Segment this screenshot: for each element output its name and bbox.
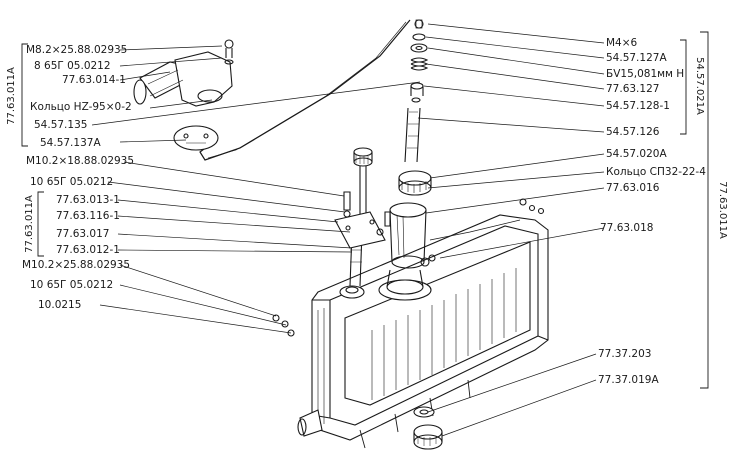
bracket-label-left-top: 77.63.011A	[6, 67, 17, 125]
label-m4x6: M4×6	[606, 37, 638, 49]
filler-cap-stack	[389, 19, 432, 269]
label-p5457137a: 54.57.137A	[40, 137, 101, 149]
lid-bolt	[519, 198, 527, 206]
label-b65g-top: 8 65Г 05.0212	[34, 60, 111, 72]
brackets	[21, 31, 709, 389]
label-p7763013: 77.63.013-1	[56, 194, 120, 206]
label-p5457127a: 54.57.127A	[606, 52, 667, 64]
bracket-label-right-outer: 77.63.011A	[717, 181, 728, 239]
label-p5457135: 54.57.135	[34, 119, 87, 131]
label-p7763014: 77.63.014-1	[62, 74, 126, 86]
label-p7763016: 77.63.016	[606, 182, 660, 194]
label-p5457128: 54.57.128-1	[606, 100, 670, 112]
label-ring-hz: Кольцо НZ-95×0-2	[30, 101, 132, 113]
leader-lines	[91, 23, 605, 437]
mount-bolt	[272, 314, 280, 322]
label-p5457126: 54.57.126	[606, 126, 660, 138]
label-bv15: БV15,081мм Н	[606, 68, 684, 80]
pickup-tube	[334, 147, 391, 287]
label-m10-18: M10.2×18.88.02935	[26, 155, 134, 167]
label-b65g-mid: 10 65Г 05.0212	[30, 176, 113, 188]
bracket-label-right-inner: 54.57.021A	[694, 57, 705, 115]
filler-spout	[133, 39, 234, 151]
label-p100215: 10.0215	[38, 299, 81, 311]
label-b65g-low: 10 65Г 05.0212	[30, 279, 113, 291]
label-p7763012: 77.63.012-1	[56, 244, 120, 256]
label-ring-sp: Кольцо СП32-22-4	[606, 166, 706, 178]
label-p7763018: 77.63.018	[600, 222, 653, 234]
label-m8: M8.2×25.88.02935	[26, 44, 127, 56]
drain-plug	[413, 406, 443, 450]
label-p7763127: 77.63.127	[606, 83, 659, 95]
label-p7763017: 77.63.017	[56, 228, 109, 240]
label-m10-25: M10.2×25.88.02935	[22, 259, 130, 271]
breather-tube	[199, 19, 411, 161]
label-p7763116: 77.63.116-1	[56, 210, 120, 222]
bracket-label-left-mid: 77.63.011A	[24, 195, 35, 253]
label-p7737019a: 77.37.019A	[598, 374, 659, 386]
label-p7737203: 77.37.203	[598, 348, 651, 360]
tank-body	[297, 214, 549, 449]
label-p5457020a: 54.57.020A	[606, 148, 667, 160]
